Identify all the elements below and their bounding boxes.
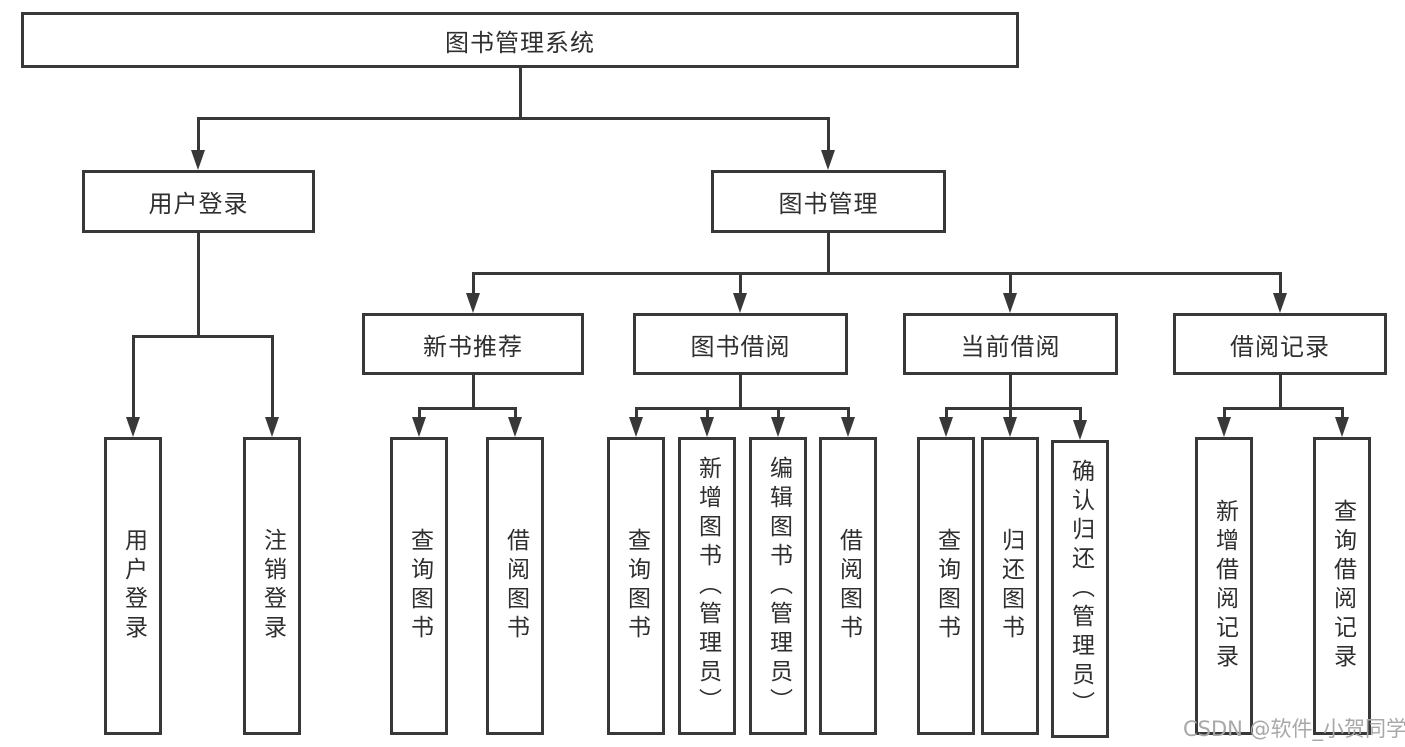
connector-stem-logout	[271, 335, 274, 420]
arrowhead-edit-book-admin-icon	[771, 417, 785, 437]
arrowhead-current-borrow-icon	[1003, 293, 1017, 313]
arrowhead-new-book-recommend-icon	[466, 293, 480, 313]
connector-book-borrow-stub	[739, 375, 742, 407]
arrowhead-user-login-icon	[191, 150, 205, 170]
node-book-management: 图书管理	[711, 170, 946, 233]
leaf-return-book-label: 归还图书	[997, 528, 1024, 644]
connector-user-login-rail	[132, 335, 274, 338]
leaf-borrow-book-recommend-label: 借阅图书	[502, 528, 529, 644]
connector-stem-confirm-return-admin	[1079, 407, 1082, 420]
node-new-book-recommend-label: 新书推荐	[423, 332, 523, 361]
connector-current-borrow-rail	[945, 407, 1082, 410]
leaf-query-book-current-label: 查询图书	[933, 528, 960, 644]
connector-stem-new-book-recommend	[472, 272, 475, 296]
connector-new-book-recommend-rail	[418, 407, 517, 410]
connector-stem-query-book-borrow	[635, 407, 638, 420]
connector-stem-edit-book-admin	[777, 407, 780, 420]
leaf-borrow-book-label: 借阅图书	[835, 528, 862, 644]
arrowhead-query-book-recommend-icon	[412, 417, 426, 437]
leaf-query-book-borrow-label: 查询图书	[623, 528, 650, 644]
connector-stem-book-management	[827, 117, 830, 153]
arrowhead-add-book-admin-icon	[700, 417, 714, 437]
node-user-login: 用户登录	[82, 170, 315, 233]
connector-stem-user-login-action	[132, 335, 135, 420]
leaf-confirm-return-admin-label: 确认归还（管理员）	[1067, 458, 1094, 720]
leaf-borrow-book-recommend: 借阅图书	[486, 437, 544, 735]
connector-borrow-record-stub	[1279, 375, 1282, 407]
arrowhead-query-borrow-record-icon	[1335, 417, 1349, 437]
leaf-add-borrow-record: 新增借阅记录	[1195, 437, 1253, 735]
connector-current-borrow-stub	[1009, 375, 1012, 407]
leaf-logout: 注销登录	[243, 437, 301, 735]
arrowhead-borrow-book-icon	[841, 417, 855, 437]
connector-stem-borrow-book	[847, 407, 850, 420]
connector-stem-user-login	[197, 117, 200, 153]
arrowhead-add-borrow-record-icon	[1217, 417, 1231, 437]
connector-stem-add-book-admin	[706, 407, 709, 420]
connector-borrow-record-rail	[1223, 407, 1344, 410]
leaf-edit-book-admin: 编辑图书（管理员）	[749, 437, 807, 735]
connector-stem-book-borrow	[739, 272, 742, 296]
connector-root-stub	[519, 68, 522, 117]
leaf-return-book: 归还图书	[981, 437, 1039, 735]
arrowhead-book-management-icon	[821, 150, 835, 170]
leaf-borrow-book: 借阅图书	[819, 437, 877, 735]
node-new-book-recommend: 新书推荐	[362, 313, 584, 375]
leaf-add-book-admin: 新增图书（管理员）	[678, 437, 736, 735]
leaf-query-book-borrow: 查询图书	[607, 437, 665, 735]
arrowhead-query-book-current-icon	[939, 417, 953, 437]
connector-level3-rail	[472, 272, 1282, 275]
node-current-borrow: 当前借阅	[903, 313, 1118, 375]
connector-stem-query-book-recommend	[418, 407, 421, 420]
leaf-user-login-action-label: 用户登录	[120, 528, 147, 644]
node-user-login-label: 用户登录	[148, 190, 249, 218]
connector-new-book-recommend-stub	[472, 375, 475, 407]
connector-book-borrow-rail	[635, 407, 850, 410]
leaf-logout-label: 注销登录	[259, 528, 286, 644]
node-borrow-record: 借阅记录	[1173, 313, 1387, 375]
arrowhead-user-login-action-icon	[126, 417, 140, 437]
leaf-query-book-recommend: 查询图书	[390, 437, 448, 735]
arrowhead-logout-icon	[265, 417, 279, 437]
leaf-query-book-recommend-label: 查询图书	[406, 528, 433, 644]
node-borrow-record-label: 借阅记录	[1230, 332, 1330, 361]
connector-stem-borrow-book-recommend	[514, 407, 517, 420]
leaf-add-borrow-record-label: 新增借阅记录	[1211, 499, 1238, 673]
arrowhead-query-book-borrow-icon	[629, 417, 643, 437]
csdn-watermark: CSDN @软件_小贺同学	[1183, 717, 1405, 741]
node-book-borrow-label: 图书借阅	[690, 332, 791, 361]
connector-stem-borrow-record	[1279, 272, 1282, 296]
connector-stem-current-borrow	[1009, 272, 1012, 296]
node-root-label: 图书管理系统	[445, 28, 595, 57]
leaf-user-login-action: 用户登录	[104, 437, 162, 735]
node-current-borrow-label: 当前借阅	[960, 332, 1061, 361]
arrowhead-confirm-return-admin-icon	[1073, 420, 1087, 440]
node-root: 图书管理系统	[21, 12, 1019, 68]
node-book-borrow: 图书借阅	[633, 313, 848, 375]
connector-level2-rail	[197, 117, 830, 120]
connector-user-login-stub	[197, 233, 200, 335]
leaf-confirm-return-admin: 确认归还（管理员）	[1051, 440, 1109, 738]
leaf-query-borrow-record: 查询借阅记录	[1313, 437, 1371, 735]
connector-stem-query-borrow-record	[1341, 407, 1344, 420]
leaf-add-book-admin-label: 新增图书（管理员）	[694, 455, 721, 717]
node-book-management-label: 图书管理	[778, 190, 879, 218]
connector-book-management-stub	[827, 233, 830, 272]
arrowhead-borrow-record-icon	[1273, 293, 1287, 313]
connector-stem-return-book	[1009, 407, 1012, 420]
connector-stem-query-book-current	[945, 407, 948, 420]
connector-stem-add-borrow-record	[1223, 407, 1226, 420]
leaf-query-borrow-record-label: 查询借阅记录	[1329, 499, 1356, 673]
leaf-edit-book-admin-label: 编辑图书（管理员）	[765, 455, 792, 717]
arrowhead-borrow-book-recommend-icon	[508, 417, 522, 437]
arrowhead-return-book-icon	[1003, 417, 1017, 437]
leaf-query-book-current: 查询图书	[917, 437, 975, 735]
arrowhead-book-borrow-icon	[733, 293, 747, 313]
